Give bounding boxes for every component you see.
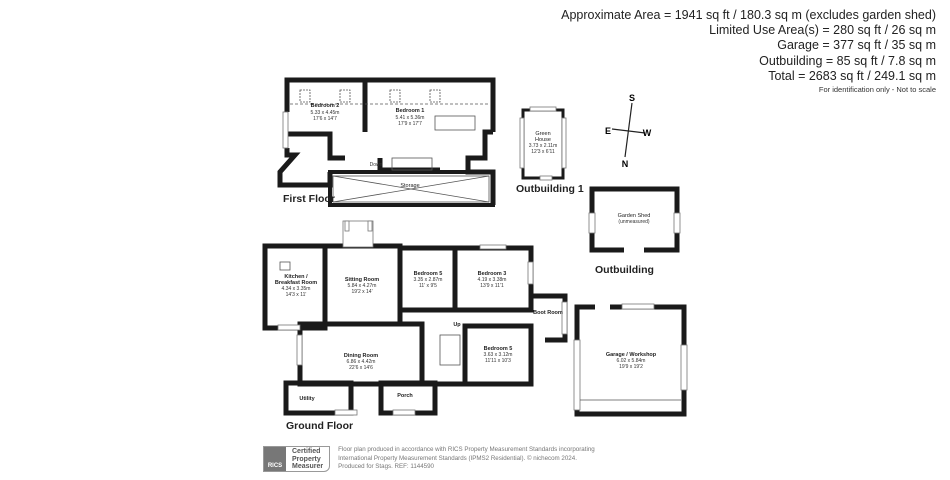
- room-bedroom-5a-imperial: 11' x 9'5: [419, 283, 437, 289]
- room-bedroom-3-metric: 4.19 x 3.38m: [478, 277, 507, 283]
- room-bedroom-1-name: Bedroom 1: [396, 108, 425, 114]
- stairs-down-label: Down: [370, 162, 383, 168]
- greenhouse-metric: 3.73 x 2.11m: [529, 143, 558, 149]
- room-bedroom-1-metric: 5.41 x 5.36m: [396, 115, 425, 121]
- outbuilding-1-label: Outbuilding 1: [516, 183, 584, 195]
- room-bedroom-2-name: Bedroom 2: [311, 103, 340, 109]
- room-kitchen-imperial: 14'3 x 11': [286, 292, 307, 298]
- room-utility-name: Utility: [299, 396, 315, 402]
- compass-s: S: [629, 93, 635, 103]
- room-porch-name: Porch: [397, 393, 413, 399]
- room-dining-name: Dining Room: [344, 353, 378, 359]
- room-sitting-metric: 5.84 x 4.27m: [348, 283, 377, 289]
- cert-line-2: Property: [292, 455, 321, 463]
- footer-line-3: Produced for Stags. REF: 1144590: [338, 463, 434, 470]
- footer-text: Floor plan produced in accordance with R…: [338, 446, 598, 472]
- greenhouse-imperial: 12'3 x 6'11: [531, 149, 555, 155]
- compass-icon: S N E W: [605, 93, 652, 169]
- stairs-up-label: Up: [453, 322, 461, 328]
- shed-note: (unmeasured): [618, 219, 649, 225]
- compass-w: W: [643, 128, 652, 138]
- greenhouse-name-1: Green: [535, 131, 550, 137]
- room-bedroom-2-imperial: 17'6 x 14'7: [313, 116, 337, 122]
- room-garage-metric: 6.02 x 5.84m: [617, 358, 646, 364]
- cert-line-3: Measurer: [292, 463, 324, 470]
- outbuilding-label: Outbuilding: [595, 264, 654, 276]
- shed-name: Garden Shed: [618, 213, 651, 219]
- room-boot-room-name: Boot Room: [533, 310, 563, 316]
- cert-line-1: Certified: [292, 448, 321, 455]
- room-bedroom-1-imperial: 17'9 x 17'7: [398, 121, 422, 127]
- garage-plan: Garage / Workshop 6.02 x 5.84m 19'9 x 19…: [573, 302, 688, 417]
- area-summary: Approximate Area = 1941 sq ft / 180.3 sq…: [561, 8, 936, 96]
- approximate-area: Approximate Area = 1941 sq ft / 180.3 sq…: [561, 8, 936, 22]
- first-floor-label: First Floor: [283, 193, 335, 205]
- rics-badge: RICS Certified Property Measurer: [263, 446, 331, 472]
- outbuilding-plan: Garden Shed (unmeasured) Outbuilding: [588, 186, 681, 276]
- room-bedroom-5b-imperial: 11'11 x 10'3: [485, 358, 511, 364]
- first-floor-plan: Bedroom 2 5.33 x 4.45m 17'6 x 14'7 Bedro…: [277, 77, 496, 207]
- room-kitchen-name-1: Kitchen /: [284, 274, 308, 280]
- room-bedroom-2-metric: 5.33 x 4.45m: [311, 110, 340, 116]
- limited-use-area: Limited Use Area(s) = 280 sq ft / 26 sq …: [709, 23, 936, 38]
- room-sitting-imperial: 19'2 x 14': [351, 289, 372, 295]
- compass-e: E: [605, 126, 611, 136]
- room-bedroom-3-name: Bedroom 3: [478, 271, 507, 277]
- ground-floor-label: Ground Floor: [286, 420, 353, 432]
- room-bedroom-5a-name: Bedroom 5: [414, 271, 443, 277]
- room-bedroom-5b-name: Bedroom 5: [484, 346, 513, 352]
- room-storage-name: Storage: [400, 183, 419, 189]
- room-garage-name: Garage / Workshop: [606, 352, 657, 358]
- footer-line-2: International Property Measurement Stand…: [338, 454, 577, 462]
- room-kitchen-metric: 4.34 x 3.35m: [282, 286, 311, 292]
- footer: RICS Certified Property Measurer Floor p…: [263, 446, 598, 472]
- room-bedroom-3-imperial: 13'9 x 11'1: [480, 283, 504, 289]
- room-dining-imperial: 22'6 x 14'6: [349, 365, 373, 371]
- room-bedroom-5b-metric: 3.63 x 3.12m: [484, 352, 513, 358]
- rics-logo: RICS: [264, 447, 286, 471]
- ground-floor-plan: Kitchen / Breakfast Room 4.34 x 3.35m 14…: [262, 220, 568, 432]
- room-garage-imperial: 19'9 x 19'2: [619, 364, 643, 370]
- outbuilding-area: Outbuilding = 85 sq ft / 7.8 sq m: [759, 53, 936, 68]
- footer-line-1: Floor plan produced in accordance with R…: [338, 446, 595, 453]
- room-bedroom-5a-metric: 3.35 x 2.87m: [414, 277, 443, 283]
- outbuilding-1-plan: Green House 3.73 x 2.11m 12'3 x 6'11 Out…: [516, 106, 584, 195]
- garage-area: Garage = 377 sq ft / 35 sq m: [777, 38, 936, 53]
- room-dining-metric: 6.86 x 4.42m: [347, 359, 376, 365]
- greenhouse-name-2: House: [535, 137, 551, 143]
- compass-n: N: [622, 159, 629, 169]
- total-area: Total = 2683 sq ft / 249.1 sq m: [768, 68, 936, 83]
- scale-note: For identification only - Not to scale: [818, 85, 936, 95]
- room-kitchen-name-2: Breakfast Room: [275, 280, 317, 286]
- room-sitting-name: Sitting Room: [345, 277, 379, 283]
